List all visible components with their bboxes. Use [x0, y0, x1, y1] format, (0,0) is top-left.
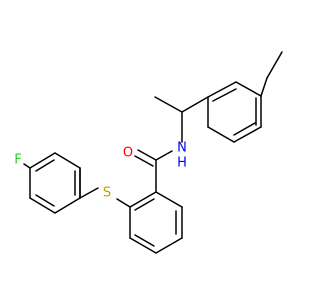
bond: [129, 191, 157, 208]
oxygen-label: O: [123, 146, 133, 161]
bond: [134, 155, 154, 167]
bond: [134, 198, 155, 211]
bond: [233, 126, 262, 143]
bond: [266, 51, 283, 79]
sulfur-label: S: [103, 186, 111, 201]
bond: [235, 81, 262, 97]
bond: [129, 237, 157, 254]
bond: [212, 88, 237, 102]
bond: [35, 194, 55, 207]
bond: [29, 197, 56, 214]
bond: [29, 152, 56, 169]
bond: [23, 163, 31, 169]
bond: [155, 150, 173, 161]
hydrogen-label: H: [177, 156, 187, 171]
bond: [54, 152, 81, 169]
nitrogen-label: N: [177, 141, 187, 156]
molecule-structure: O N H S F: [14, 51, 283, 254]
bond: [155, 191, 183, 208]
bond: [35, 159, 55, 172]
bond: [181, 96, 209, 113]
bond: [134, 234, 155, 247]
bond: [54, 197, 81, 214]
fluorine-label: F: [14, 153, 21, 168]
bond: [137, 149, 157, 161]
bond: [207, 81, 237, 98]
bond: [79, 187, 99, 199]
bond: [260, 77, 268, 97]
molecule-canvas: O N H S F: [14, 51, 283, 254]
bond: [155, 237, 183, 254]
bond: [207, 126, 235, 143]
bond: [154, 96, 183, 113]
bond: [116, 198, 131, 208]
bond: [233, 122, 256, 136]
